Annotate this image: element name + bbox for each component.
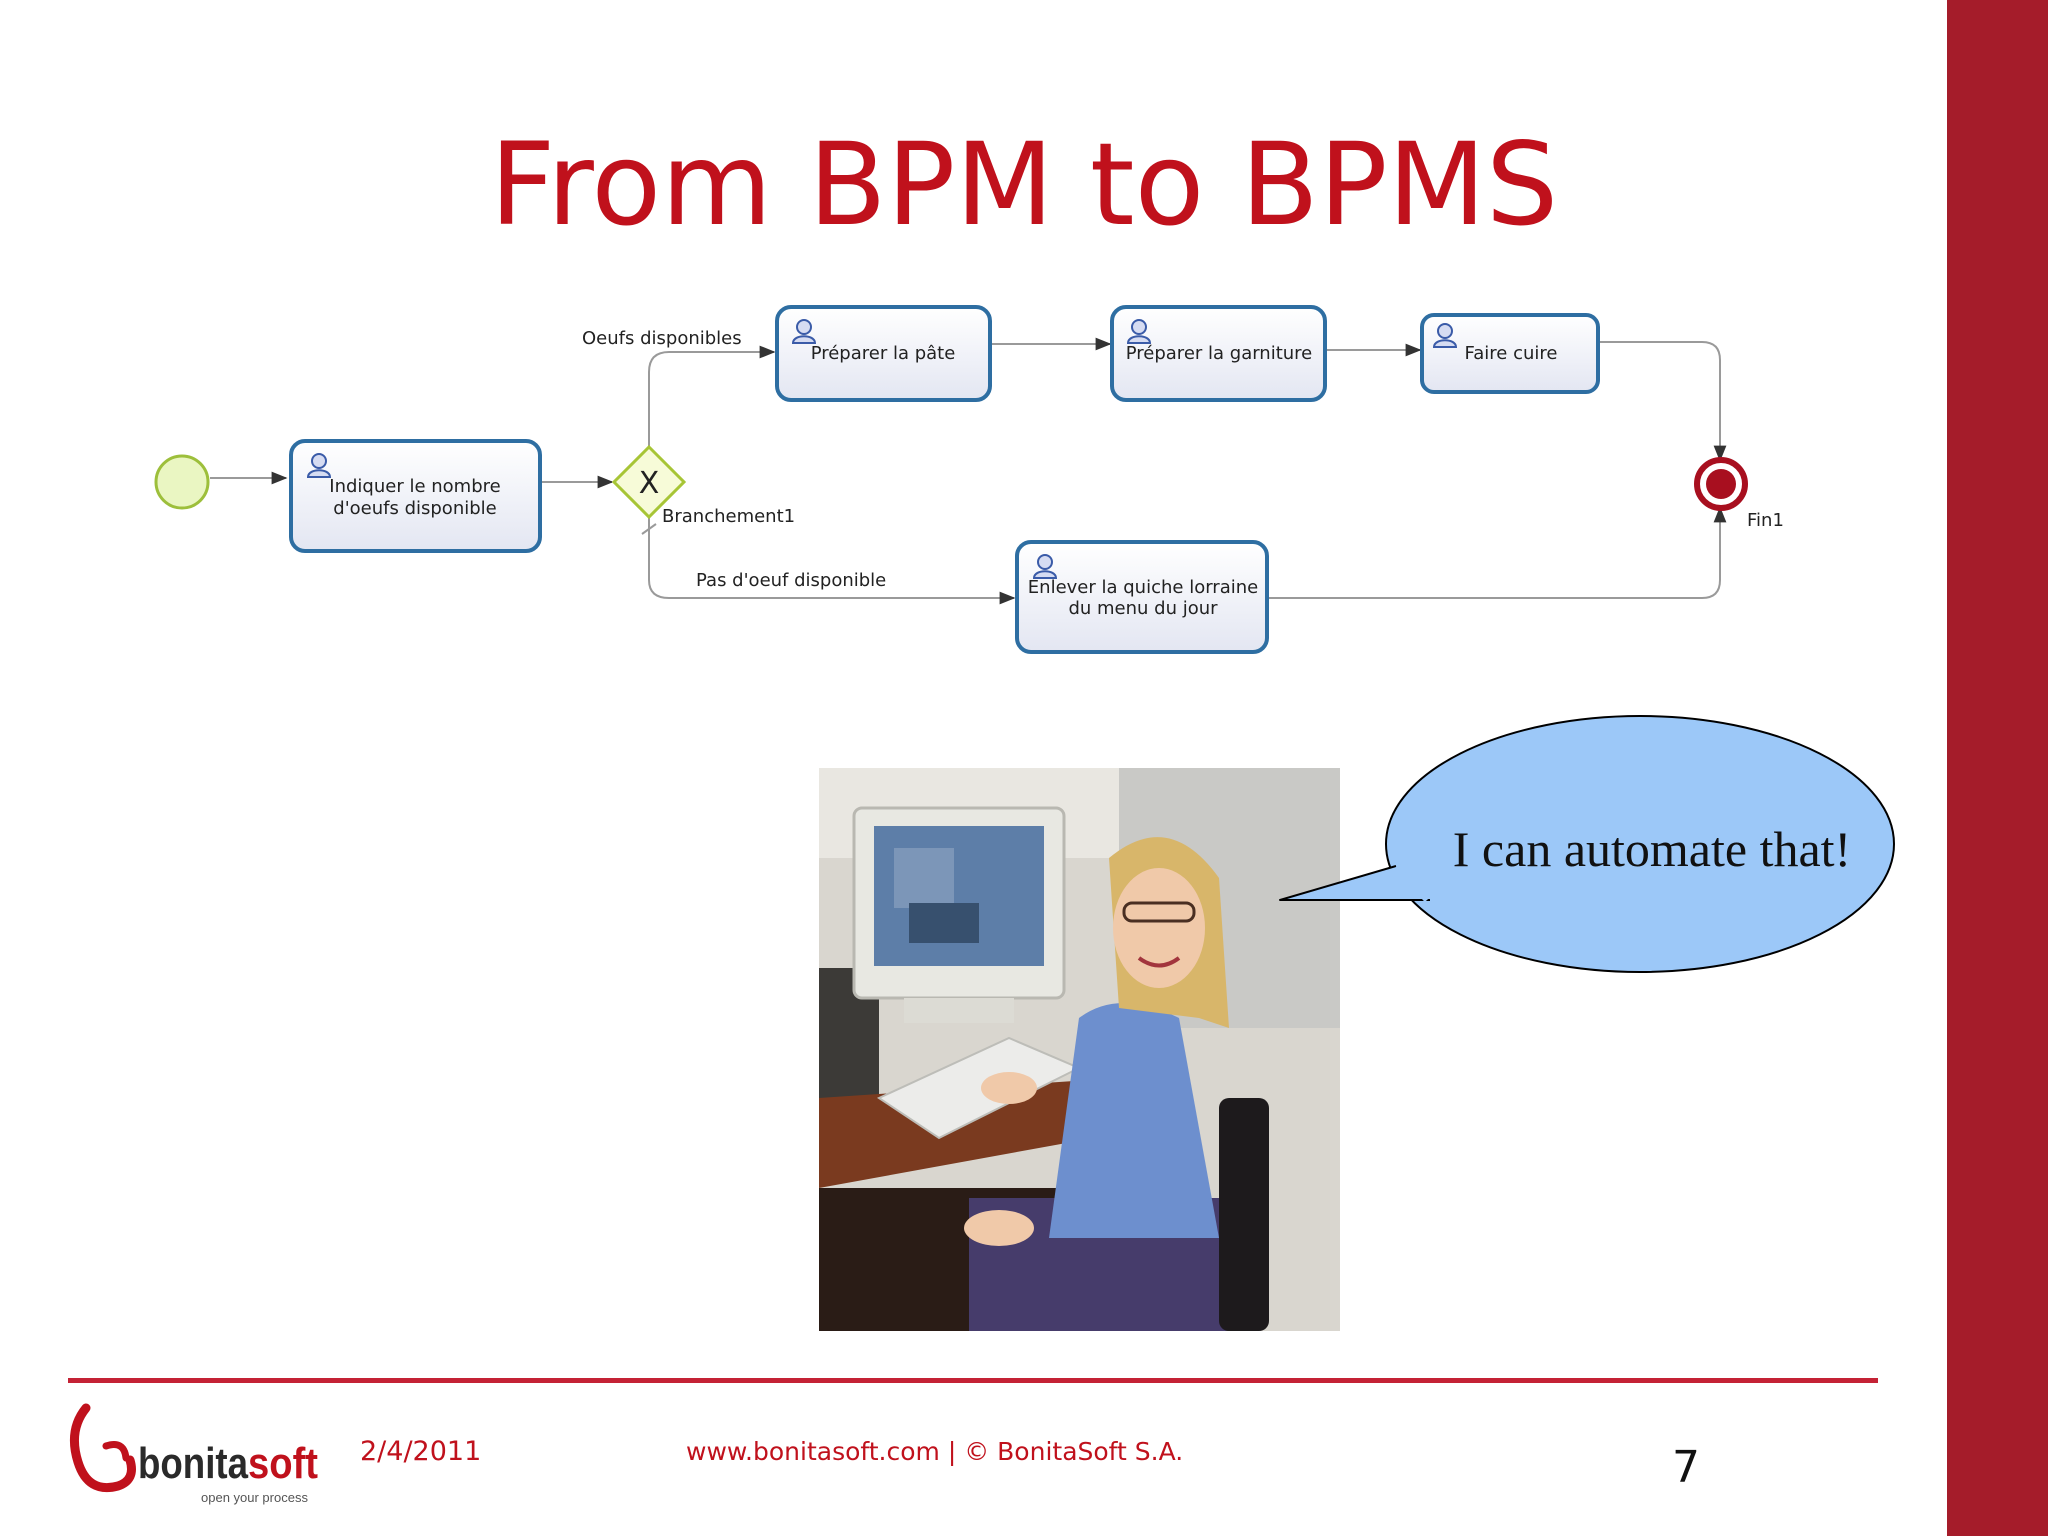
flow-gateway-to-pate xyxy=(648,345,776,448)
footer-date: 2/4/2011 xyxy=(360,1436,482,1467)
default-flow-marker xyxy=(641,523,657,535)
flow-label-oeufs-disponibles: Oeufs disponibles xyxy=(582,328,742,349)
end-event-icon xyxy=(1694,457,1748,511)
task-preparer-garniture[interactable]: Préparer la garniture xyxy=(1110,305,1327,402)
sequence-flows xyxy=(210,337,1727,605)
task-label: Enlever la quiche lorraine xyxy=(1028,577,1258,598)
flow-enlever-to-end xyxy=(1268,506,1727,599)
svg-text:bonita: bonita xyxy=(138,1439,248,1488)
person-at-computer-photo xyxy=(819,768,1340,1331)
page-number: 7 xyxy=(1672,1442,1700,1493)
task-indiquer[interactable]: Indiquer le nombre d'oeufs disponible xyxy=(289,439,542,553)
task-label: Préparer la pâte xyxy=(811,343,956,364)
svg-text:soft: soft xyxy=(248,1439,318,1488)
gateway-x-icon: X xyxy=(639,466,660,501)
task-label: d'oeufs disponible xyxy=(333,498,496,519)
bonitasoft-logo: bonita soft open your process xyxy=(69,1403,318,1505)
footer-divider xyxy=(68,1378,1878,1383)
red-sidebar xyxy=(1947,0,2048,1536)
task-enlever[interactable]: Enlever la quiche lorraine du menu du jo… xyxy=(1015,540,1269,654)
task-label: Préparer la garniture xyxy=(1126,343,1313,364)
svg-text:open your process: open your process xyxy=(201,1490,308,1505)
task-label: du menu du jour xyxy=(1068,598,1218,619)
task-label: Indiquer le nombre xyxy=(329,476,500,497)
speech-bubble-text: I can automate that! xyxy=(1452,821,1852,877)
speech-bubble xyxy=(1279,715,1895,973)
task-preparer-pate[interactable]: Préparer la pâte xyxy=(775,305,992,402)
exclusive-gateway[interactable]: X xyxy=(611,444,687,520)
flow-gateway-to-enlever xyxy=(648,516,1016,605)
footer-website: www.bonitasoft.com | © BonitaSoft S.A. xyxy=(686,1437,1184,1466)
slide-title: From BPM to BPMS xyxy=(489,118,1559,251)
task-faire-cuire[interactable]: Faire cuire xyxy=(1420,313,1600,394)
gateway-label: Branchement1 xyxy=(662,506,795,527)
task-label: Faire cuire xyxy=(1465,343,1558,364)
flow-label-pas-doeuf: Pas d'oeuf disponible xyxy=(696,570,886,591)
start-event-icon xyxy=(154,454,210,510)
end-event-label: Fin1 xyxy=(1747,510,1784,531)
process-diagram: Indiquer le nombre d'oeufs disponible X … xyxy=(154,305,1784,654)
flow-cuire-to-end xyxy=(1600,341,1727,462)
